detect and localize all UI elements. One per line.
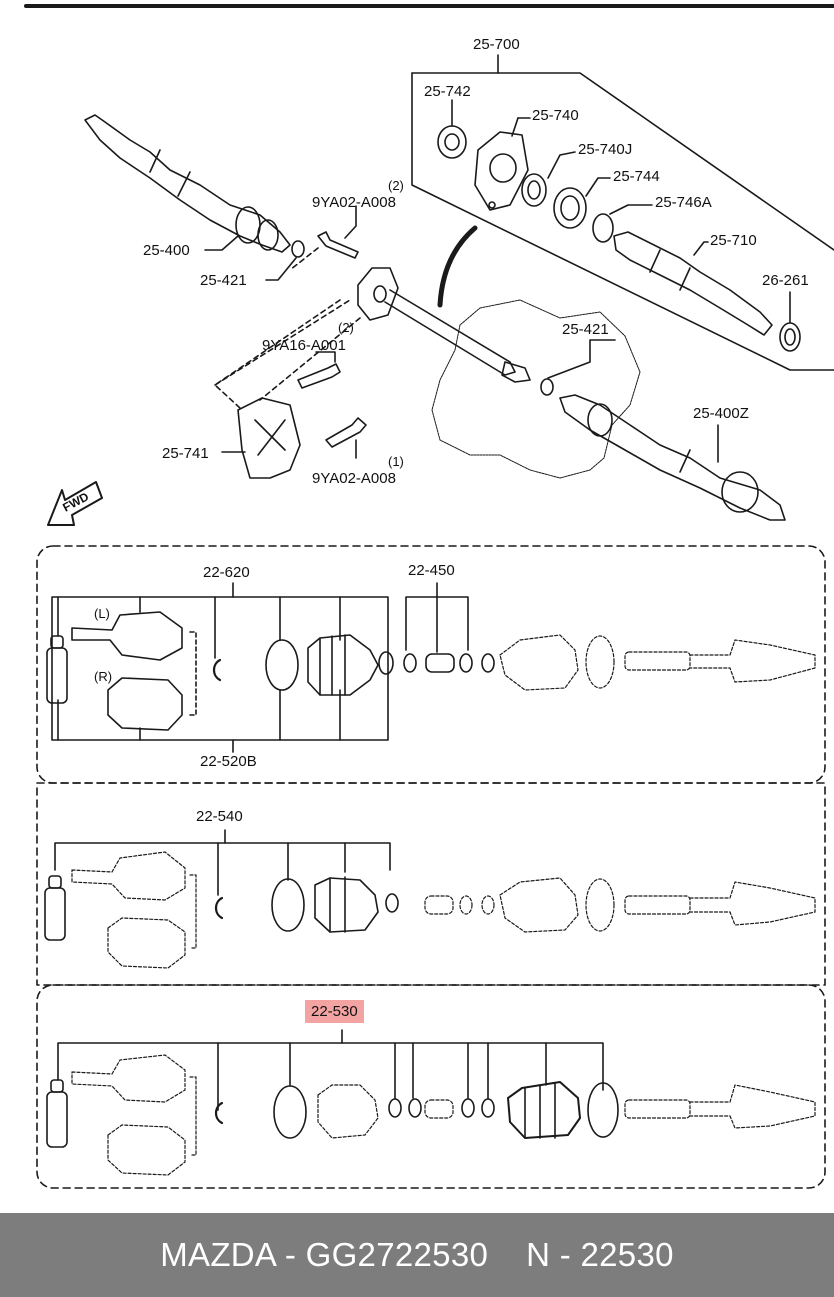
label-25-421-left: 25-421 bbox=[200, 272, 247, 289]
footer-ref-number: N - 22530 bbox=[526, 1236, 674, 1273]
snap-ring-25-746a bbox=[592, 213, 614, 243]
driveshaft-25-400 bbox=[84, 114, 291, 253]
bearing-25-744 bbox=[553, 187, 587, 229]
label-25-740: 25-740 bbox=[532, 107, 579, 124]
band-3a bbox=[273, 1085, 307, 1139]
snap-ring-1 bbox=[212, 658, 222, 682]
boot-1 bbox=[307, 634, 379, 696]
label-25-400z: 25-400Z bbox=[693, 405, 749, 422]
label-9ya02-a008-bottom: 9YA02-A008 bbox=[312, 470, 396, 487]
tag-left: (L) bbox=[94, 606, 110, 621]
bracket-25-741 bbox=[237, 397, 301, 479]
part-number-footer: MAZDA - GG2722530 N - 22530 bbox=[0, 1213, 834, 1297]
outer-boot-3 bbox=[507, 1081, 581, 1139]
label-26-261: 26-261 bbox=[762, 272, 809, 289]
label-25-400: 25-400 bbox=[143, 242, 190, 259]
assembly-box-bottom bbox=[411, 72, 834, 371]
qty-top: (2) bbox=[388, 178, 404, 193]
curved-arrow bbox=[437, 225, 478, 308]
grease-tube-1 bbox=[46, 647, 68, 704]
center-bearing-bracket bbox=[357, 267, 399, 321]
seal-26-261 bbox=[779, 322, 801, 352]
label-22-620: 22-620 bbox=[203, 564, 250, 581]
label-9ya16-a001: 9YA16-A001 bbox=[262, 337, 346, 354]
label-25-742: 25-742 bbox=[424, 83, 471, 100]
clip-25-421-right bbox=[540, 378, 554, 396]
bracket-22-530 bbox=[57, 1042, 604, 1091]
tag-right: (R) bbox=[94, 669, 113, 684]
panel-2-border bbox=[36, 782, 826, 986]
label-22-530-highlighted: 22-530 bbox=[305, 1000, 364, 1023]
joint-left-1 bbox=[71, 611, 183, 661]
label-22-540: 22-540 bbox=[196, 808, 243, 825]
label-25-746a: 25-746A bbox=[655, 194, 712, 211]
shaft-25-710 bbox=[613, 231, 773, 336]
qty-bottom: (1) bbox=[388, 454, 404, 469]
assembly-box-top bbox=[411, 72, 834, 251]
bolt-9ya02-a008-top bbox=[317, 231, 359, 259]
band-2 bbox=[271, 878, 305, 932]
label-25-421-right: 25-421 bbox=[562, 321, 609, 338]
bracket-22-620 bbox=[51, 596, 389, 741]
label-25-744: 25-744 bbox=[613, 168, 660, 185]
clip-25-421-left bbox=[291, 240, 305, 258]
label-22-520b: 22-520B bbox=[200, 753, 257, 770]
ring-25-740j bbox=[521, 173, 547, 207]
label-25-700: 25-700 bbox=[473, 36, 520, 53]
bracket-22-540 bbox=[54, 842, 391, 871]
intermediate-shaft bbox=[384, 289, 516, 376]
band-3b bbox=[587, 1082, 619, 1138]
label-25-741: 25-741 bbox=[162, 445, 209, 462]
boot-2 bbox=[314, 877, 379, 933]
band-1 bbox=[265, 639, 299, 691]
damper-1 bbox=[425, 653, 455, 673]
bolt-9ya02-a008-bottom bbox=[325, 417, 367, 448]
parts-diagram: 25-700 25-742 25-740 25-740J 25-744 25-7… bbox=[24, 4, 834, 1189]
bracket-25-740 bbox=[474, 131, 529, 211]
joint-right-1 bbox=[107, 677, 183, 731]
fwd-arrow-icon bbox=[47, 481, 103, 526]
panel-3-border bbox=[36, 984, 826, 1189]
panel-1-border bbox=[36, 545, 826, 784]
bolt-9ya16-a001 bbox=[297, 363, 341, 389]
label-22-450: 22-450 bbox=[408, 562, 455, 579]
seal-25-742 bbox=[437, 125, 467, 159]
transaxle-outline bbox=[431, 299, 641, 479]
driveshaft-25-400z bbox=[559, 394, 786, 521]
label-25-740j: 25-740J bbox=[578, 141, 633, 158]
label-9ya02-a008-top: 9YA02-A008 bbox=[312, 194, 396, 211]
qty-mid: (2) bbox=[338, 320, 354, 335]
label-25-710: 25-710 bbox=[710, 232, 757, 249]
diagram-drawing bbox=[24, 4, 834, 1189]
footer-part-number: MAZDA - GG2722530 bbox=[160, 1236, 489, 1273]
